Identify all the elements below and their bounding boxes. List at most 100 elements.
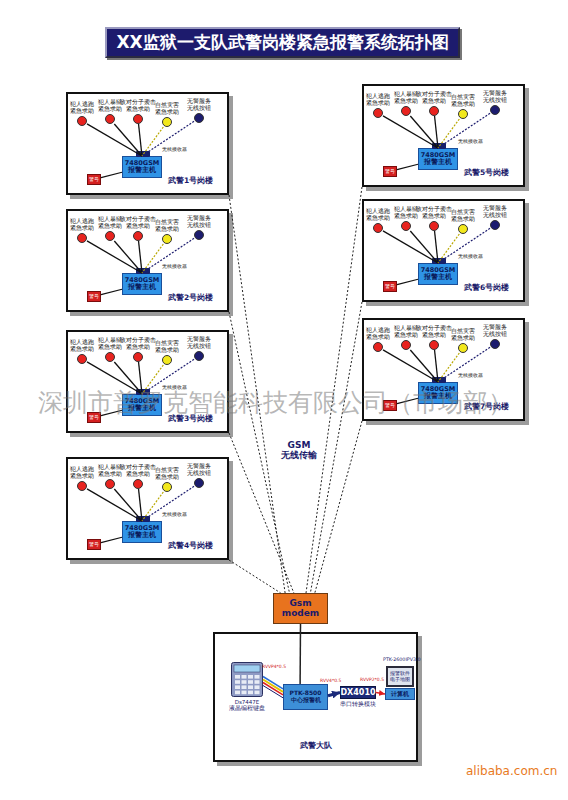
keyboard-key bbox=[242, 691, 247, 695]
connector-line bbox=[87, 241, 142, 273]
node-label: PTK-8500 中心报警机 bbox=[284, 690, 327, 704]
connector-line bbox=[438, 119, 459, 148]
node-label: 自然灾害 紧急求助 bbox=[149, 219, 185, 232]
keyboard-symbol bbox=[231, 662, 263, 697]
connector-line bbox=[142, 244, 163, 273]
alarm-button: 犯人暴狱 紧急求助 bbox=[401, 106, 411, 116]
receiver-symbol bbox=[136, 268, 150, 274]
watchtower-box: 武警1号岗楼犯人逃跑 紧急求助犯人暴狱 紧急求助敌对分子袭击 紧急求助自然灾害 … bbox=[66, 92, 229, 195]
connector-line bbox=[139, 489, 142, 521]
connector-line bbox=[142, 127, 163, 156]
alarm-button: 无警服务 无线按钮 bbox=[490, 339, 500, 349]
keyboard-key bbox=[248, 691, 253, 695]
node-label: 无警服务 无线按钮 bbox=[477, 205, 513, 218]
node-label: 7480GSM 报警主机 bbox=[123, 398, 161, 412]
alarm-button: 敌对分子袭击 紧急求助 bbox=[133, 352, 143, 362]
connector-line bbox=[397, 279, 418, 284]
cable-wire bbox=[263, 686, 283, 698]
connector-line bbox=[101, 172, 122, 177]
node-label: 无警服务 无线按钮 bbox=[477, 90, 513, 103]
node-label: 自然灾害 紧急求助 bbox=[149, 340, 185, 353]
node-label: 犯人逃跑 紧急求助 bbox=[64, 339, 100, 352]
connector-line bbox=[438, 347, 490, 382]
connector-line bbox=[438, 234, 459, 263]
receiver-symbol bbox=[136, 151, 150, 157]
node-label: 敌对分子袭击 紧急求助 bbox=[416, 325, 452, 338]
alarm-button: 犯人逃跑 紧急求助 bbox=[77, 233, 87, 243]
alarm-button: 敌对分子袭击 紧急求助 bbox=[133, 231, 143, 241]
node-label: 武警大队 bbox=[215, 740, 416, 751]
keyboard-key bbox=[255, 680, 260, 684]
node-label: 武警5号岗楼 bbox=[464, 168, 509, 178]
alarm-host: 7480GSM 报警主机 bbox=[418, 382, 458, 404]
connector-line bbox=[114, 124, 142, 156]
node-label: 7480GSM 报警主机 bbox=[419, 386, 457, 400]
keyboard-key bbox=[235, 680, 240, 684]
alarm-button: 犯人暴狱 紧急求助 bbox=[105, 114, 115, 124]
node-label: 无警服务 无线按钮 bbox=[181, 336, 217, 349]
siren-box: 警号 bbox=[383, 400, 397, 411]
node-label: 武警1号岗楼 bbox=[168, 176, 213, 186]
connector-line bbox=[438, 113, 490, 148]
alarm-button: 无警服务 无线按钮 bbox=[194, 351, 204, 361]
keyboard-key bbox=[235, 685, 240, 689]
node-label: 犯人逃跑 紧急求助 bbox=[360, 93, 396, 106]
alarm-host: 7480GSM 报警主机 bbox=[418, 148, 458, 170]
node-label: 敌对分子袭击 紧急求助 bbox=[416, 206, 452, 219]
transmission-note: GSM 无线传输 bbox=[278, 440, 320, 461]
connector-line bbox=[328, 693, 340, 696]
watchtower-box: 武警7号岗楼犯人逃跑 紧急求助犯人暴狱 紧急求助敌对分子袭击 紧急求助自然灾害 … bbox=[362, 318, 525, 421]
connector-line bbox=[438, 228, 490, 263]
connector-line bbox=[114, 489, 142, 521]
node-label: 自然灾害 紧急求助 bbox=[445, 209, 481, 222]
connector-line bbox=[410, 116, 438, 148]
connector-line bbox=[114, 362, 142, 394]
keyboard-screen bbox=[234, 665, 260, 672]
node-label: 犯人逃跑 紧急求助 bbox=[360, 208, 396, 221]
alarm-button: 无警服务 无线按钮 bbox=[194, 230, 204, 240]
node-label: 武警3号岗楼 bbox=[168, 414, 213, 424]
connector-line bbox=[87, 124, 142, 156]
node-label: 报警软件 电子地图 bbox=[388, 671, 412, 681]
alarm-button: 敌对分子袭击 紧急求助 bbox=[429, 221, 439, 231]
node-label: 武警2号岗楼 bbox=[168, 293, 213, 303]
siren-box: 警号 bbox=[87, 291, 101, 302]
connector-line bbox=[410, 231, 438, 263]
watchtower-box: 武警4号岗楼犯人逃跑 紧急求助犯人暴狱 紧急求助敌对分子袭击 紧急求助自然灾害 … bbox=[66, 457, 229, 560]
node-label: 武警6号岗楼 bbox=[464, 283, 509, 293]
node-label: 敌对分子袭击 紧急求助 bbox=[416, 91, 452, 104]
node-label: 犯人逃跑 紧急求助 bbox=[64, 218, 100, 231]
connector-line bbox=[306, 187, 362, 593]
keyboard-body bbox=[232, 663, 263, 697]
watchtower-box: 武警2号岗楼犯人逃跑 紧急求助犯人暴狱 紧急求助敌对分子袭击 紧急求助自然灾害 … bbox=[66, 209, 229, 312]
connector-line bbox=[410, 350, 438, 382]
node-label: 无警服务 无线按钮 bbox=[181, 98, 217, 111]
node-label: 自然灾害 紧急求助 bbox=[149, 467, 185, 480]
connector-line bbox=[263, 680, 283, 692]
title-text: XX监狱一支队武警岗楼紧急报警系统拓扑图 bbox=[116, 31, 448, 54]
node-label: 敌对分子袭击 紧急求助 bbox=[120, 99, 156, 112]
keyboard-key bbox=[248, 680, 253, 684]
node-label: 警号 bbox=[385, 169, 395, 174]
alarm-button: 无警服务 无线按钮 bbox=[490, 220, 500, 230]
alarm-button: 犯人暴狱 紧急求助 bbox=[401, 221, 411, 231]
node-label: 敌对分子袭击 紧急求助 bbox=[120, 216, 156, 229]
connector-line bbox=[101, 410, 122, 415]
siren-box: 警号 bbox=[383, 166, 397, 177]
node-label: Gsm modem bbox=[281, 599, 321, 619]
alarm-button: 犯人逃跑 紧急求助 bbox=[77, 116, 87, 126]
connector-line bbox=[383, 231, 438, 263]
siren-box: 警号 bbox=[383, 281, 397, 292]
connector-line bbox=[139, 362, 142, 394]
node-label: 7480GSM 报警主机 bbox=[419, 152, 457, 166]
connector-line bbox=[310, 302, 362, 593]
title-banner: XX监狱一支队武警岗楼紧急报警系统拓扑图 bbox=[105, 27, 460, 58]
alarm-button: 自然灾害 紧急求助 bbox=[162, 355, 172, 365]
alarm-button: 敌对分子袭击 紧急求助 bbox=[133, 114, 143, 124]
alarm-button: 犯人暴狱 紧急求助 bbox=[105, 231, 115, 241]
connector-line bbox=[142, 359, 194, 394]
node-label: 犯人逃跑 紧急求助 bbox=[64, 466, 100, 479]
alarm-button: 犯人暴狱 紧急求助 bbox=[105, 479, 115, 489]
connector-line bbox=[87, 489, 142, 521]
